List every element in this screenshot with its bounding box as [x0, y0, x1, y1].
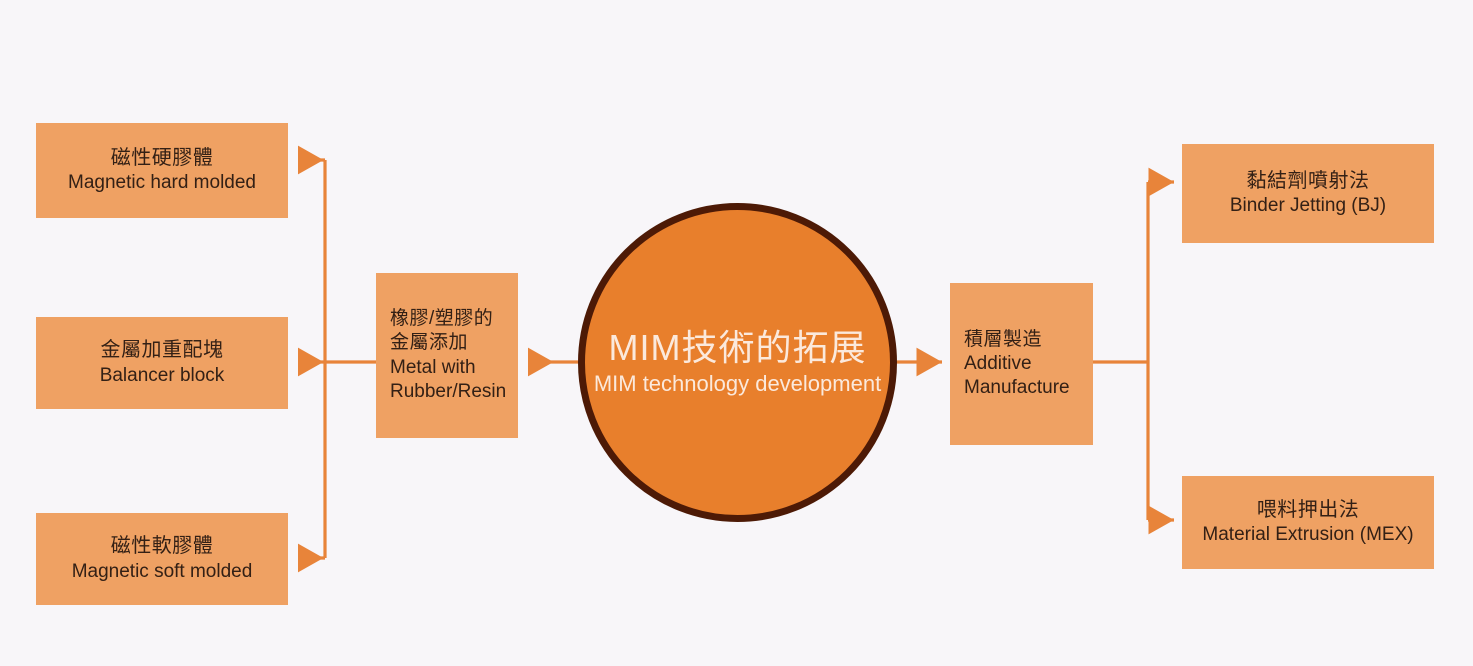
node-balancer-block[interactable]: 金屬加重配塊 Balancer block	[36, 317, 288, 409]
node-label-cn: 磁性硬膠體	[110, 146, 214, 169]
hub-label-cn: MIM技術的拓展	[608, 326, 867, 368]
node-metal-with-rubber-resin[interactable]: 橡膠/塑膠的 金屬添加 Metal with Rubber/Resin	[376, 273, 518, 438]
node-label-en: Balancer block	[99, 364, 225, 386]
node-magnetic-soft-molded[interactable]: 磁性軟膠體 Magnetic soft molded	[36, 513, 288, 605]
connector-left-branch	[298, 145, 376, 573]
hub-label-en: MIM technology development	[593, 370, 882, 396]
node-label-en: Material Extrusion (MEX)	[1202, 524, 1414, 546]
node-label-en: Magnetic soft molded	[71, 560, 253, 582]
node-label-en: Magnetic hard molded	[68, 172, 256, 194]
node-additive-manufacture[interactable]: 積層製造 Additive Manufacture	[950, 283, 1093, 445]
connector-right-branch	[1093, 167, 1174, 535]
node-label-cn: 磁性軟膠體	[110, 535, 214, 558]
node-label-en-line1: Additive	[964, 352, 1032, 374]
node-label-cn: 黏結劑噴射法	[1246, 169, 1370, 192]
node-label-en-line2: Manufacture	[964, 377, 1070, 399]
node-label-en: Binder Jetting (BJ)	[1229, 195, 1387, 217]
node-material-extrusion[interactable]: 喂料押出法 Material Extrusion (MEX)	[1182, 476, 1434, 569]
node-binder-jetting[interactable]: 黏結劑噴射法 Binder Jetting (BJ)	[1182, 144, 1434, 243]
node-label-cn-line1: 橡膠/塑膠的	[390, 307, 494, 329]
node-label-en-line1: Metal with	[390, 356, 476, 378]
node-label-cn: 喂料押出法	[1256, 498, 1360, 521]
hub-node-mim-technology[interactable]: MIM技術的拓展 MIM technology development	[578, 203, 897, 522]
node-magnetic-hard-molded[interactable]: 磁性硬膠體 Magnetic hard molded	[36, 123, 288, 218]
node-label-cn: 積層製造	[964, 328, 1043, 350]
node-label-cn-line2: 金屬添加	[390, 332, 469, 354]
node-label-en-line2: Rubber/Resin	[390, 380, 507, 402]
node-label-cn: 金屬加重配塊	[100, 339, 224, 362]
